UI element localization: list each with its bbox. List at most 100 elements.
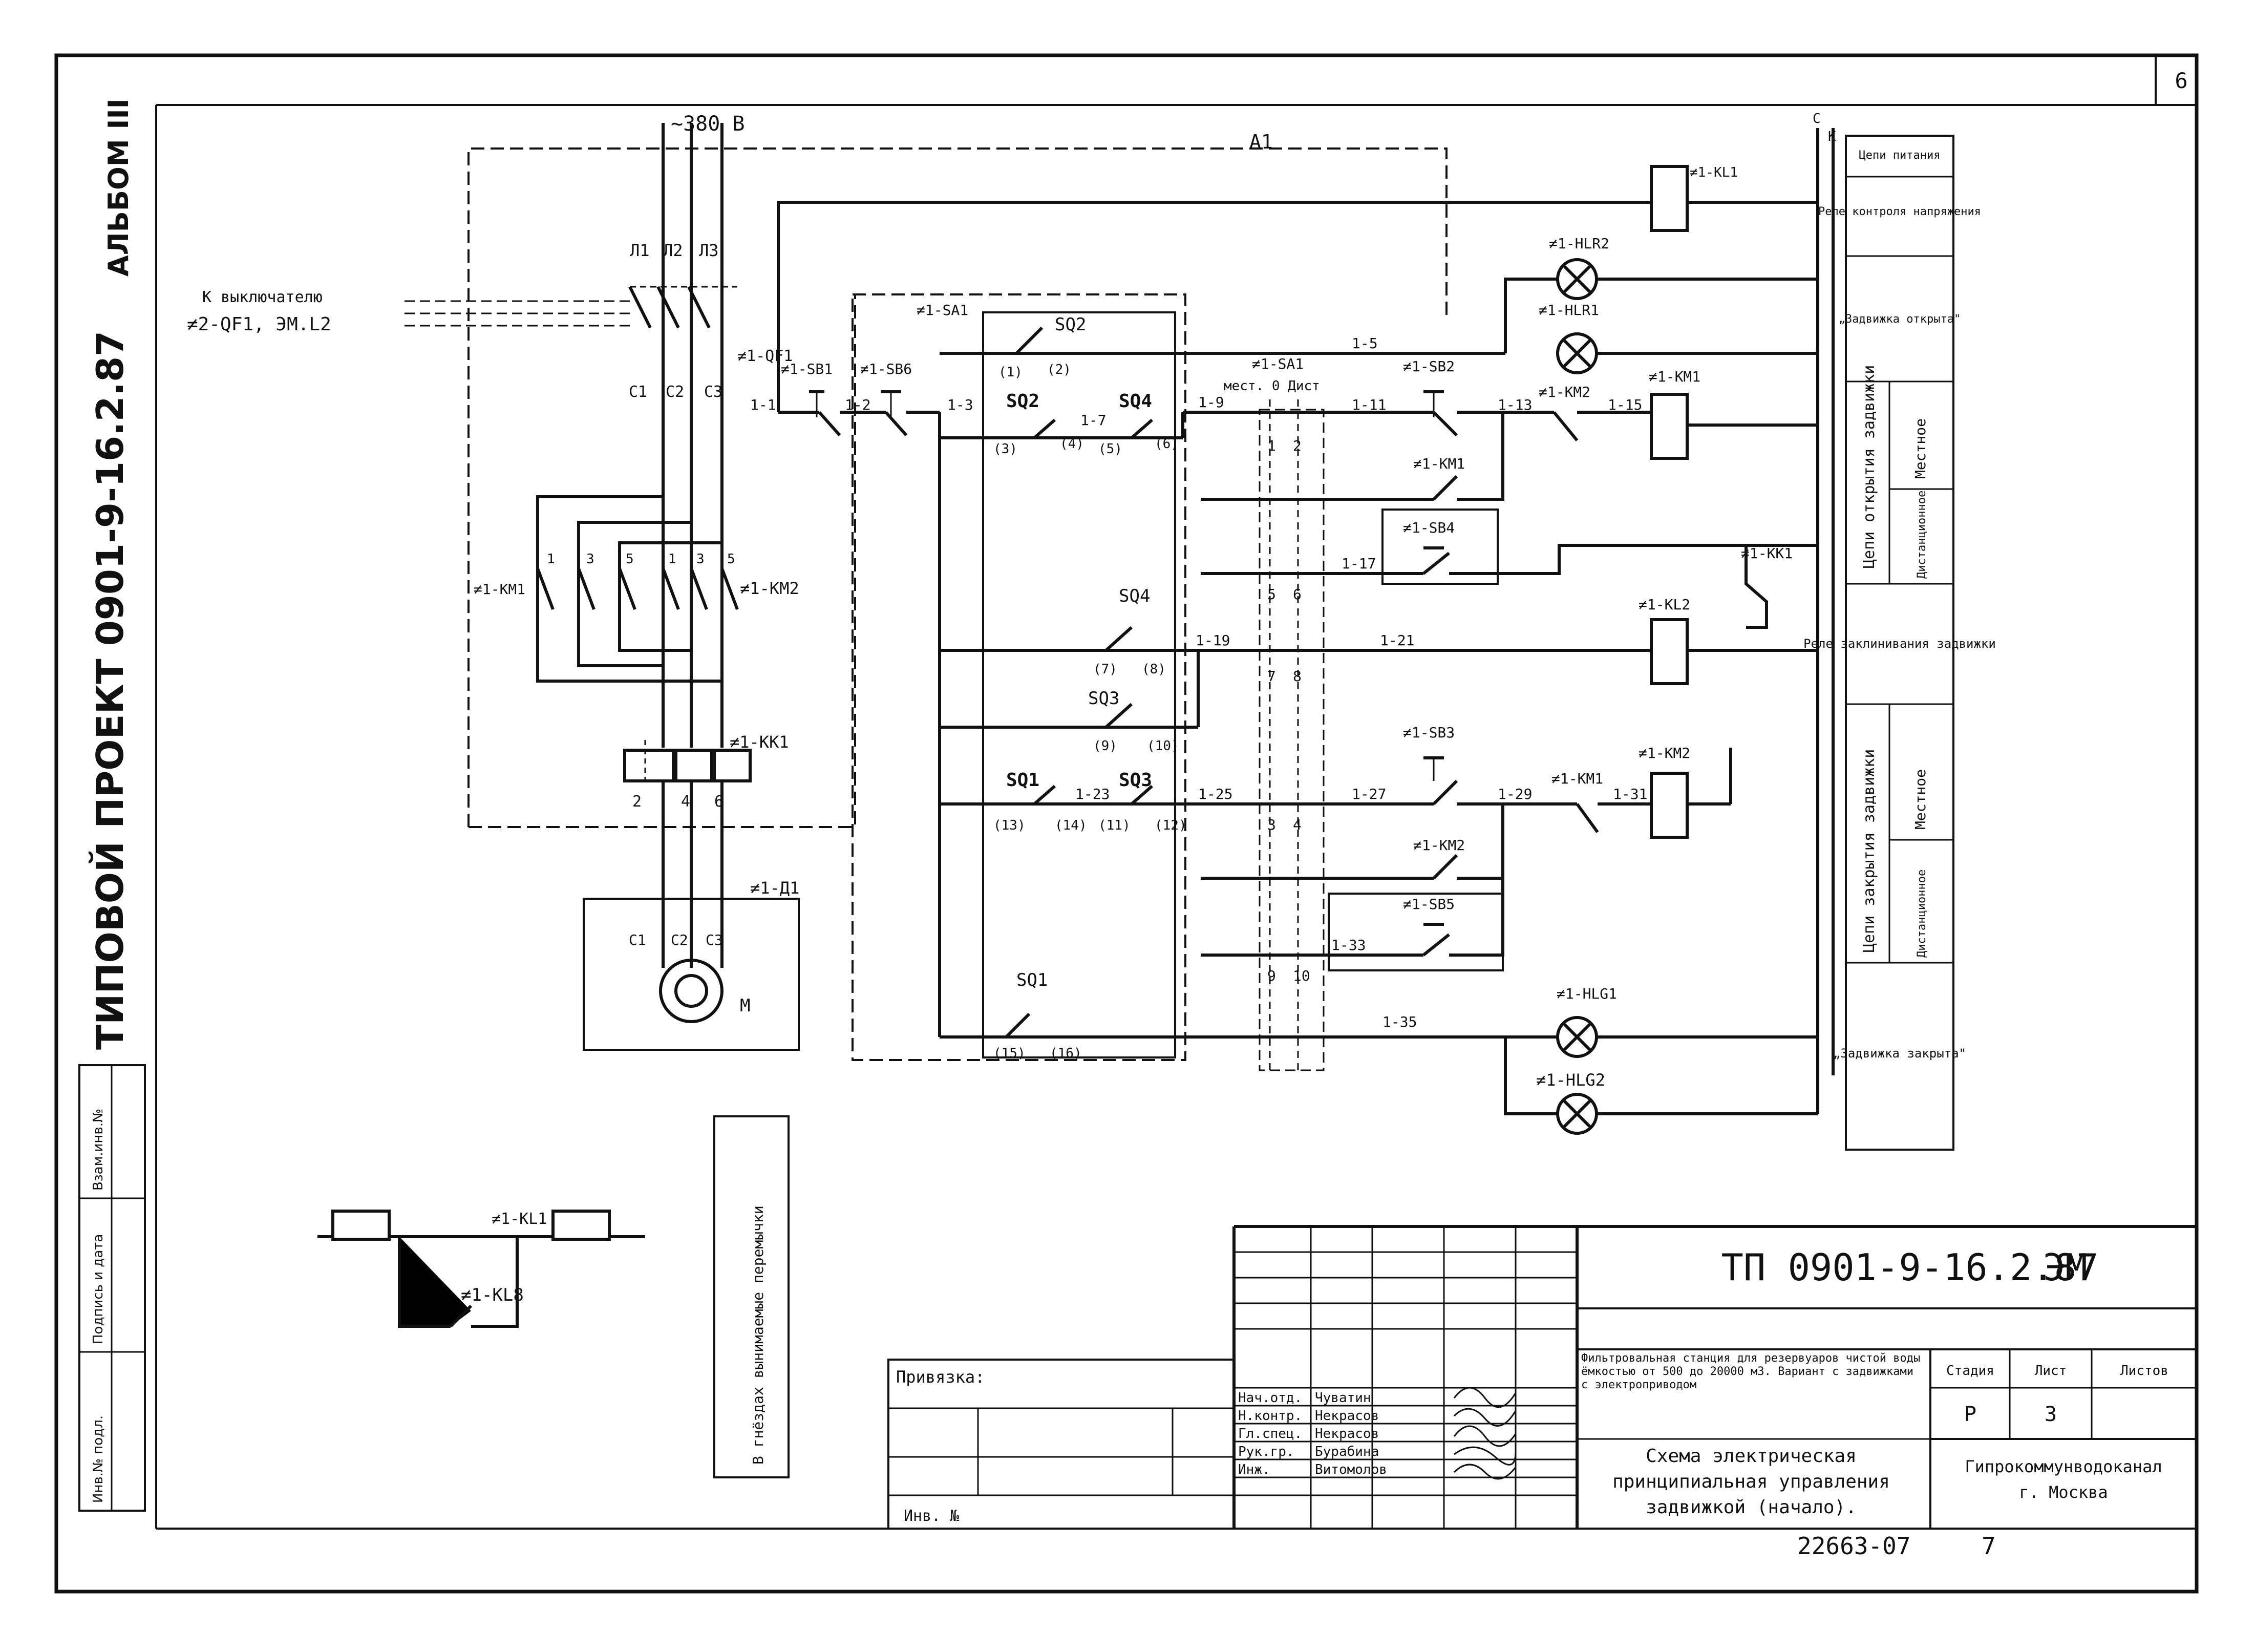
svg-text:(13): (13)	[993, 818, 1026, 833]
lamp-hlg2: ≠1-НLG2	[1536, 1070, 1605, 1135]
svg-text:≠1-SB1: ≠1-SB1	[781, 361, 833, 377]
svg-text:≠1-SB6: ≠1-SB6	[860, 361, 912, 377]
lamp-hlr1: ≠1-НLR1	[1539, 302, 1599, 374]
svg-text:6: 6	[1293, 586, 1302, 603]
svg-text:1-1: 1-1	[750, 396, 776, 413]
svg-text:SQ4: SQ4	[1119, 391, 1152, 412]
contactor-km2-power: ≠1-КМ2	[662, 567, 799, 610]
limit-switch-box	[982, 311, 1176, 1058]
svg-text:1-27: 1-27	[1352, 786, 1386, 802]
svg-text:≠1-SB3: ≠1-SB3	[1403, 724, 1455, 741]
outer-frame	[54, 53, 2199, 1594]
svg-text:5: 5	[1267, 586, 1276, 603]
svg-text:Бурабина: Бурабина	[1315, 1444, 1379, 1459]
svg-text:1-11: 1-11	[1352, 396, 1386, 413]
svg-text:Л3: Л3	[699, 241, 719, 260]
button-sb1: ≠1-SB1	[781, 361, 841, 436]
svg-text:Витомолов: Витомолов	[1315, 1462, 1387, 1477]
svg-text:Гл.спец.: Гл.спец.	[1238, 1426, 1302, 1442]
switch-sq2-top: SQ2 (1) (2)	[998, 314, 1086, 380]
switch-sq1-bottom: SQ1 (15) (16)	[993, 970, 1082, 1061]
svg-text:1-25: 1-25	[1198, 786, 1232, 802]
svg-text:Инж.: Инж.	[1238, 1462, 1270, 1477]
svg-text:Н.контр.: Н.контр.	[1238, 1408, 1302, 1424]
svg-text:1-5: 1-5	[1352, 335, 1378, 352]
svg-text:Листов: Листов	[2120, 1363, 2168, 1379]
switch-sq3: SQ3 (11) (12)	[1098, 770, 1187, 833]
svg-text:(12): (12)	[1155, 818, 1187, 833]
svg-text:≠1-КК1: ≠1-КК1	[1741, 545, 1793, 562]
stamp-replace: Взам.инв.№	[91, 1109, 106, 1191]
svg-text:г. Москва: г. Москва	[2019, 1482, 2108, 1502]
svg-text:≠1-SA1: ≠1-SA1	[917, 302, 968, 319]
svg-text:9: 9	[1267, 967, 1276, 984]
svg-text:3: 3	[586, 552, 594, 567]
svg-text:С1: С1	[629, 383, 647, 401]
svg-text:(10): (10)	[1147, 738, 1179, 754]
svg-text:1-17: 1-17	[1342, 555, 1376, 572]
aux-note-box	[713, 1115, 790, 1478]
svg-text:Инв. №: Инв. №	[904, 1507, 959, 1525]
button-sb6: ≠1-SB6	[860, 361, 912, 436]
svg-text:≠1-КМ1: ≠1-КМ1	[1413, 455, 1465, 472]
archive-number: 22663-07	[1797, 1532, 1911, 1560]
svg-text:(3): (3)	[993, 441, 1017, 457]
svg-text:≠1-КМ1: ≠1-КМ1	[1649, 368, 1700, 385]
svg-text:(15): (15)	[993, 1046, 1026, 1061]
svg-text:1-31: 1-31	[1613, 786, 1647, 802]
svg-text:≠1-КМ2: ≠1-КМ2	[740, 579, 799, 598]
svg-text:принципиальная управления: принципиальная управления	[1612, 1471, 1890, 1492]
svg-text:Чуватин: Чуватин	[1315, 1390, 1371, 1406]
svg-text:Местное: Местное	[1912, 418, 1929, 479]
svg-text:(7): (7)	[1093, 662, 1117, 677]
svg-text:С2: С2	[671, 931, 688, 948]
coil-kl2	[1650, 618, 1689, 685]
button-sb5: ≠1-SB5	[1403, 896, 1455, 957]
module-sa1	[852, 293, 1186, 1061]
svg-text:≠1-КL2: ≠1-КL2	[1639, 596, 1690, 613]
contact-km2-block-open: ≠1-КМ2	[1539, 384, 1590, 441]
svg-text:≠1-КМ1: ≠1-КМ1	[1551, 770, 1603, 787]
side-project-label: ТИПОВОЙ ПРОЕКТ 0901-9-16.2.87	[89, 331, 132, 1050]
svg-text:≠1-SB5: ≠1-SB5	[1403, 896, 1455, 913]
svg-text:≠1-SB4: ≠1-SB4	[1403, 519, 1455, 536]
svg-text:1-9: 1-9	[1198, 394, 1224, 411]
power-enclosure	[467, 147, 1448, 827]
motor-m: M ≠1-Д1 С1 С2 С3	[583, 878, 800, 1051]
svg-text:SQ1: SQ1	[1006, 770, 1039, 791]
description: Фильтровальная станция для резервуаров ч…	[1581, 1352, 1921, 1391]
svg-text:≠1-НLR1: ≠1-НLR1	[1539, 302, 1599, 319]
svg-text:С1: С1	[629, 931, 646, 948]
stamp-inv: Инв.№ подл.	[91, 1415, 106, 1503]
svg-text:≠1-КМ2: ≠1-КМ2	[1639, 745, 1690, 761]
svg-text:1-21: 1-21	[1380, 632, 1414, 649]
contact-km1-block-close: ≠1-КМ1	[1551, 770, 1603, 833]
switch-sq2: SQ2 (3) (4)	[993, 391, 1084, 457]
svg-text:3: 3	[696, 552, 705, 567]
svg-text:Лист: Лист	[2035, 1363, 2067, 1379]
svg-text:(2): (2)	[1047, 362, 1071, 377]
svg-text:„Задвижка открыта": „Задвижка открыта"	[1839, 313, 1961, 326]
svg-text:≠1-КК1: ≠1-КК1	[730, 732, 789, 752]
contactor-km1-power: ≠1-КМ1	[474, 567, 636, 610]
svg-text:5: 5	[727, 552, 735, 567]
svg-text:2: 2	[632, 793, 642, 811]
coil-km1	[1650, 393, 1689, 460]
svg-text:Дистанционное: Дистанционное	[1916, 491, 1928, 579]
svg-text:1-7: 1-7	[1080, 412, 1107, 429]
voltage-label: ~380 В	[671, 112, 745, 136]
mode-switch-sa1: ≠1-SA1 мест. 0 Дист 1 2 5 6 7 8 3 4 9 10	[1224, 355, 1325, 1071]
svg-text:Л1: Л1	[630, 241, 650, 260]
svg-text:4: 4	[681, 793, 690, 811]
svg-text:(4): (4)	[1060, 436, 1084, 452]
svg-text:Некрасов: Некрасов	[1315, 1426, 1379, 1442]
svg-text:≠1-КМ1: ≠1-КМ1	[474, 581, 525, 598]
svg-text:Цепи закрытия задвижки: Цепи закрытия задвижки	[1860, 749, 1878, 952]
main-line-label: А1	[1249, 131, 1273, 153]
svg-text:SQ3: SQ3	[1119, 770, 1152, 791]
switch-sq4-mid: SQ4 (7) (8)	[1093, 586, 1166, 677]
svg-text:5: 5	[626, 552, 634, 567]
coil-kl1	[1650, 165, 1689, 232]
svg-text:(9): (9)	[1093, 738, 1117, 754]
svg-text:8: 8	[1293, 668, 1302, 685]
